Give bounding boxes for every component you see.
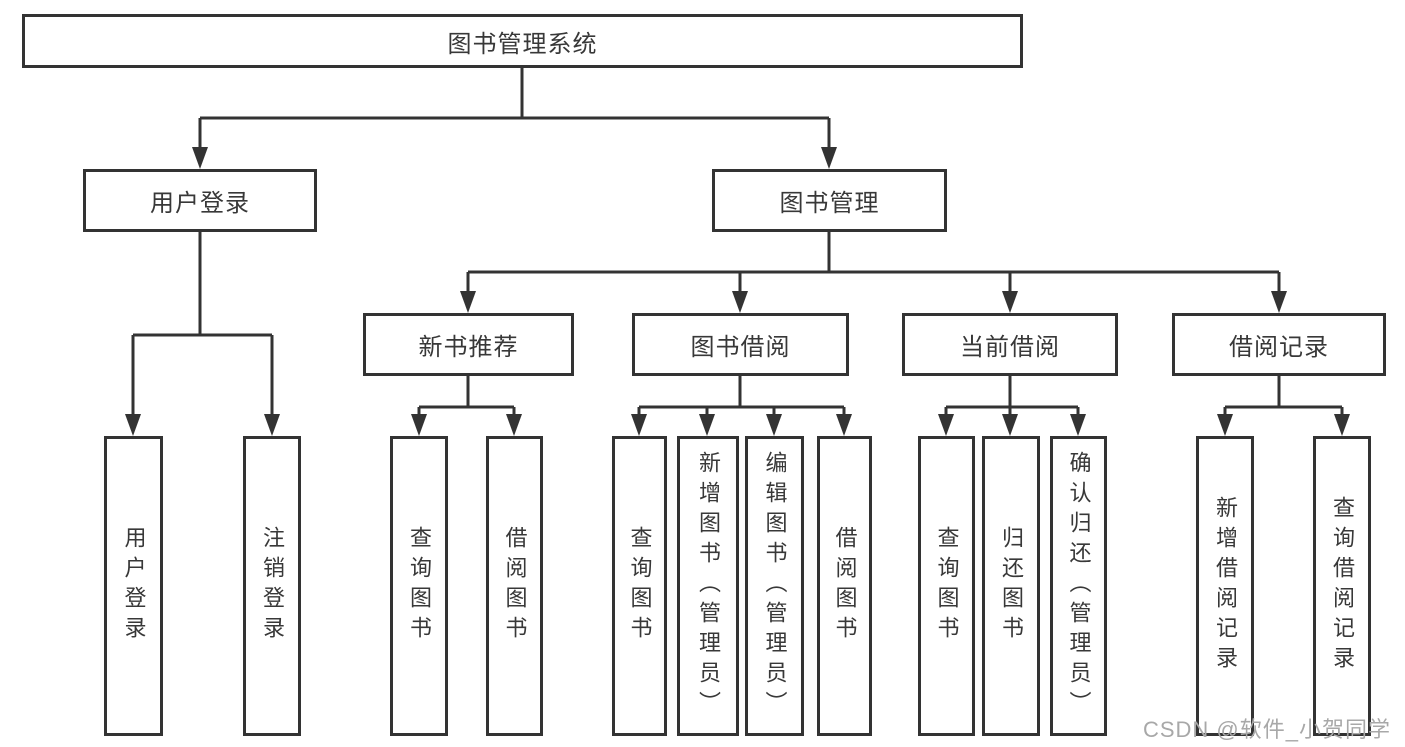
connector-root-to-level2 (192, 68, 837, 169)
leaf-rec-borrow-books: 借阅图书 (486, 436, 543, 736)
leaf-borrow-borrow-books: 借阅图书 (817, 436, 872, 736)
leaf-current-query-books: 查询图书 (918, 436, 975, 736)
leaf-borrow-add-books-admin: 新增图书（管理员） (677, 436, 739, 736)
leaf-user-login: 用户登录 (104, 436, 163, 736)
connector-rec-to-leaves (411, 376, 522, 436)
node-book-management: 图书管理 (712, 169, 947, 232)
connector-current-to-leaves (938, 376, 1086, 436)
node-new-book-recommend: 新书推荐 (363, 313, 574, 376)
connector-login-to-leaves (125, 232, 280, 436)
leaf-logout: 注销登录 (243, 436, 301, 736)
node-borrow-records: 借阅记录 (1172, 313, 1386, 376)
csdn-watermark: CSDN @软件_小贺同学 (1142, 717, 1391, 742)
leaf-borrow-edit-books-admin: 编辑图书（管理员） (745, 436, 804, 736)
connector-records-to-leaves (1217, 376, 1350, 436)
connector-borrow-to-leaves (631, 376, 852, 436)
leaf-records-add-record: 新增借阅记录 (1196, 436, 1254, 736)
connector-mgmt-to-level3 (460, 232, 1287, 313)
leaf-borrow-query-books: 查询图书 (612, 436, 667, 736)
node-book-borrow: 图书借阅 (632, 313, 849, 376)
node-user-login: 用户登录 (83, 169, 317, 232)
node-root-library-system: 图书管理系统 (22, 14, 1023, 68)
leaf-current-confirm-return-admin: 确认归还（管理员） (1050, 436, 1107, 736)
leaf-current-return-books: 归还图书 (982, 436, 1040, 736)
leaf-rec-query-books: 查询图书 (390, 436, 448, 736)
leaf-records-query-record: 查询借阅记录 (1313, 436, 1371, 736)
node-current-borrow: 当前借阅 (902, 313, 1118, 376)
